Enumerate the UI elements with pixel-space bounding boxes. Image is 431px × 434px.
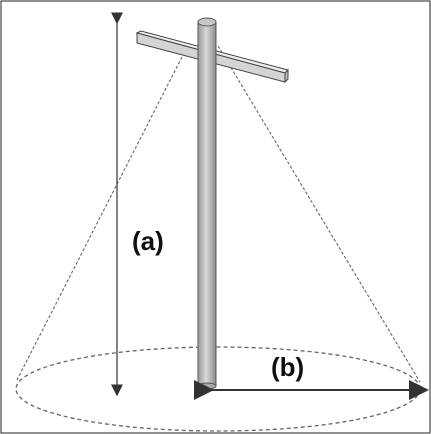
cone-line-right [217, 45, 421, 383]
pole [197, 17, 217, 390]
height-label: (a) [132, 226, 164, 256]
radius-label: (b) [271, 352, 304, 382]
cone-line-left [16, 56, 183, 381]
